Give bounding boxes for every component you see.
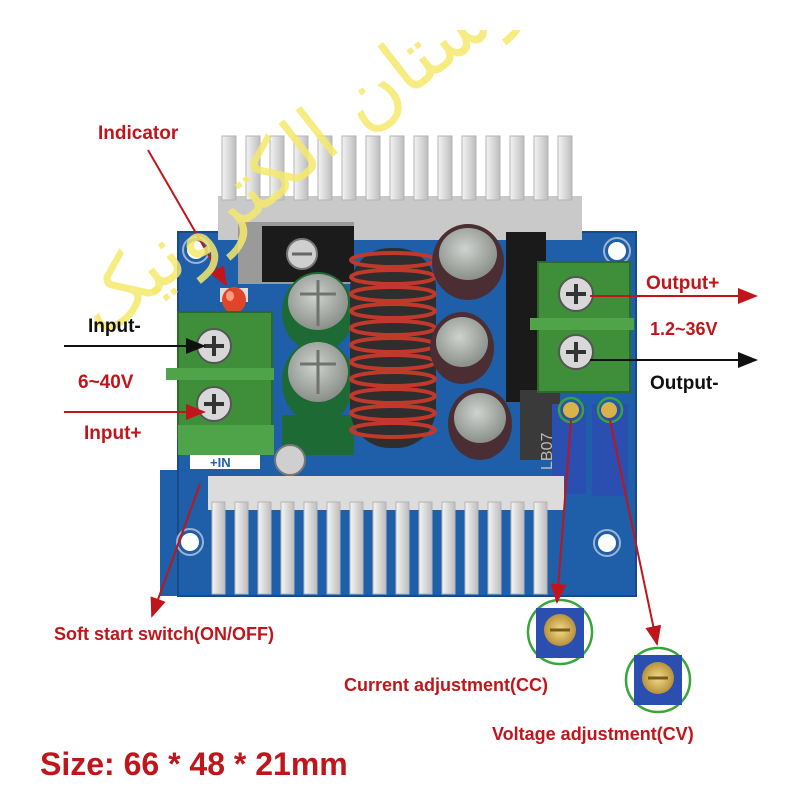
annotation-arrows: [64, 149, 758, 646]
output-minus-label: Output-: [650, 373, 719, 394]
current-adj-arrow: [550, 419, 572, 604]
top-heatsink: [218, 135, 582, 284]
soft-start-label: Soft start switch(ON/OFF): [54, 624, 274, 644]
voltage-adj-arrow: [609, 419, 662, 646]
current-pot-zoom: [526, 598, 594, 666]
input-minus-label: Input-: [88, 316, 141, 337]
output-range-label: 1.2~36V: [650, 319, 718, 339]
input-capacitors: [282, 272, 354, 455]
output-terminal-block: [530, 261, 634, 393]
input-plus-label: Input+: [84, 423, 142, 444]
indicator-led: [220, 287, 248, 313]
output-capacitors: LB07: [430, 224, 560, 470]
output-plus-label: Output+: [646, 273, 720, 294]
indicator-arrow: [147, 149, 228, 287]
voltage-pot-zoom: [624, 646, 692, 714]
size-label: Size: 66 * 48 * 21mm: [40, 746, 348, 782]
indicator-label: Indicator: [98, 123, 179, 144]
soft-start-arrow: [150, 483, 201, 618]
input-range-label: 6~40V: [78, 372, 134, 393]
input-terminal-block: +IN: [166, 311, 274, 470]
inductor-coil: [349, 248, 437, 448]
current-adjustment-label: Current adjustment(CC): [344, 675, 549, 695]
bottom-heatsink: [208, 444, 564, 595]
board-in-plus-text: +IN: [210, 455, 231, 470]
board-lb07-text: LB07: [539, 433, 556, 470]
voltage-adjustment-label: Voltage adjustment(CV): [492, 724, 694, 744]
